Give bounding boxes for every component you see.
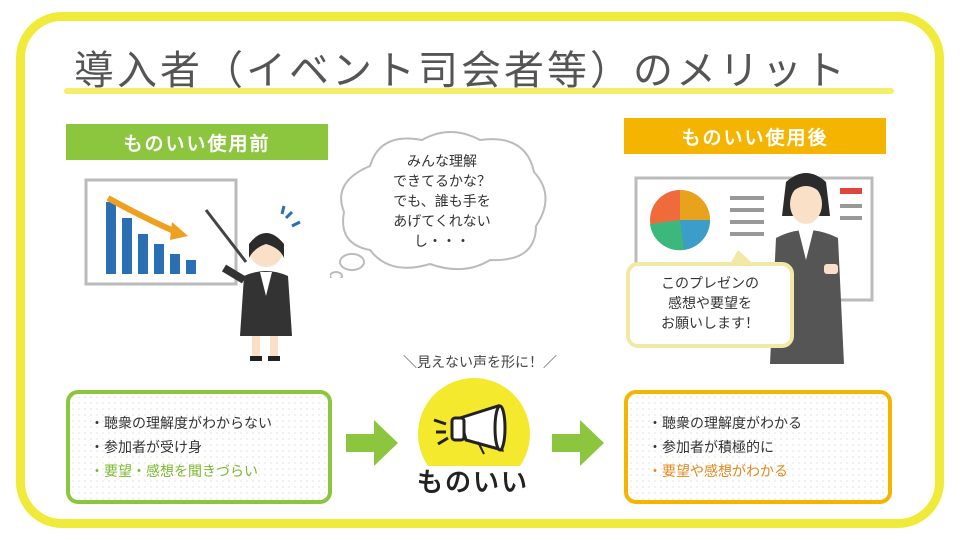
title-underline bbox=[64, 88, 894, 94]
after-points-box: ・聴衆の理解度がわかる ・参加者が積極的に ・要望や感想がわかる bbox=[624, 390, 892, 504]
thought-line: あげてくれない bbox=[393, 214, 491, 230]
thought-line: でも、誰も手を bbox=[393, 194, 491, 210]
after-point: ・参加者が積極的に bbox=[648, 440, 774, 456]
thought-cloud-icon bbox=[330, 131, 547, 278]
before-points-box: ・聴衆の理解度がわからない ・参加者が受け身 ・要望・感想を聞きづらい bbox=[66, 390, 332, 504]
before-header: ものいい使用前 bbox=[66, 124, 328, 160]
arrow-right-icon bbox=[346, 420, 398, 466]
thought-line: できてるかな？ bbox=[393, 174, 491, 190]
logo-text-backdrop bbox=[404, 466, 544, 502]
thought-line: し・・・ bbox=[414, 234, 470, 250]
speech-bubble bbox=[626, 262, 794, 348]
thought-text: みんな理解 できてるかな？ でも、誰も手を あげてくれない し・・・ bbox=[350, 152, 534, 252]
logo-wordmark: ものいい bbox=[416, 468, 529, 498]
speech-line: このプレゼンの bbox=[661, 276, 759, 292]
presentation-board-icon bbox=[84, 178, 238, 286]
speech-line: お願いします！ bbox=[661, 316, 759, 332]
speech-line: 感想や要望を bbox=[668, 296, 752, 312]
after-header: ものいい使用後 bbox=[624, 118, 886, 154]
megaphone-icon bbox=[433, 404, 507, 455]
before-point: ・聴衆の理解度がわからない bbox=[90, 416, 272, 432]
thought-line: みんな理解 bbox=[407, 154, 477, 170]
before-point: ・参加者が受け身 bbox=[90, 440, 202, 456]
page-title: 導入者（イベント司会者等）のメリット bbox=[74, 48, 848, 94]
arrow-right-icon bbox=[552, 420, 604, 466]
after-point: ・聴衆の理解度がわかる bbox=[648, 416, 802, 432]
after-point-highlight: ・要望や感想がわかる bbox=[648, 464, 788, 480]
before-point-highlight: ・要望・感想を聞きづらい bbox=[90, 464, 258, 480]
tagline: ＼見えない声を形に！／ bbox=[403, 355, 557, 371]
presenter-icon bbox=[204, 205, 301, 361]
speech-text: このプレゼンの 感想や要望を お願いします！ bbox=[626, 274, 794, 334]
